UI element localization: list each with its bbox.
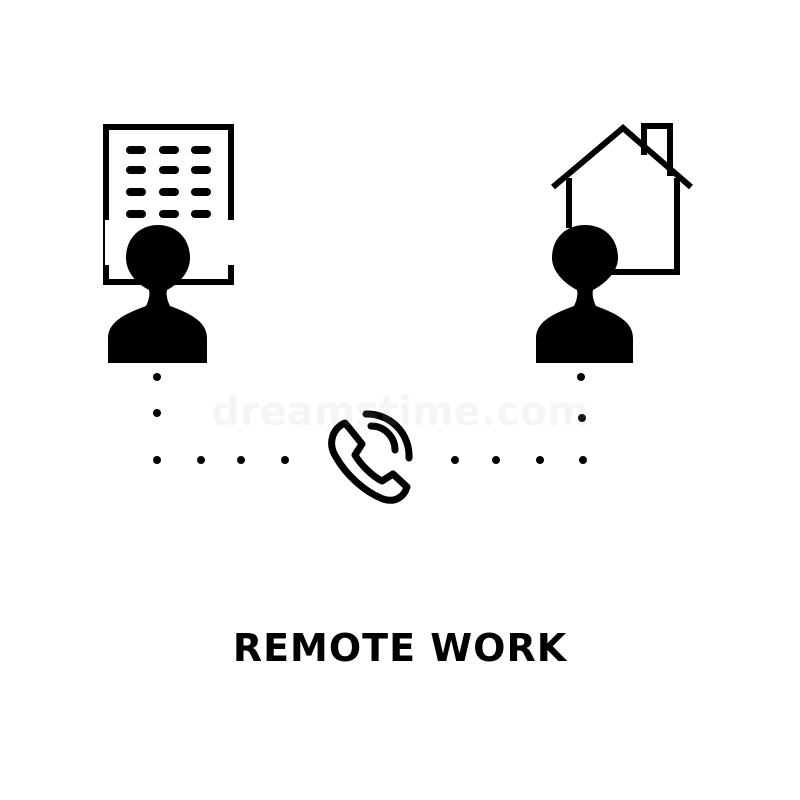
person-icon xyxy=(105,220,235,363)
house-icon xyxy=(551,123,693,275)
dotted-connection-line xyxy=(153,373,587,464)
phone-call-icon xyxy=(328,410,413,504)
diagram-title: REMOTE WORK xyxy=(232,626,568,670)
person-icon xyxy=(536,225,633,363)
